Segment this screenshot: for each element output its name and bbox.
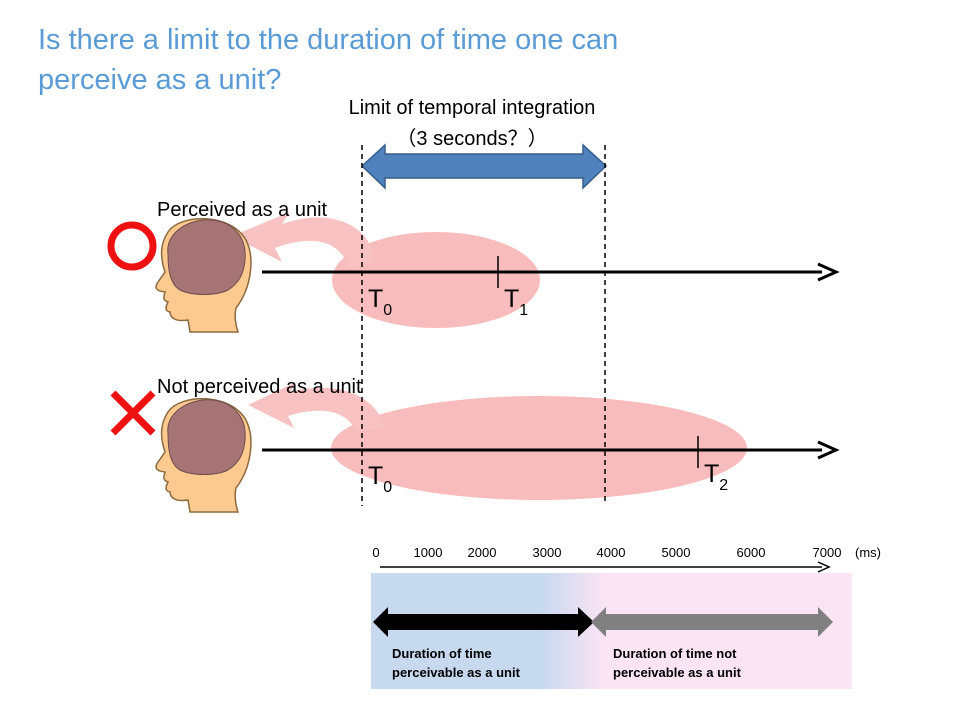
row-not-perceived: T0 T2 Not perceived as a unit [110, 376, 840, 513]
scale-unit: (ms) [855, 545, 881, 560]
row-1-end-label: T1 [504, 285, 528, 319]
scale-axis-arrowhead [817, 561, 831, 573]
row-2-caption: Not perceived as a unit [157, 376, 362, 398]
not-perceivable-region [604, 573, 852, 689]
duration-legend: Duration of time perceivable as a unit D… [371, 573, 852, 689]
feedback-arrow-perceived [232, 212, 375, 268]
brain-icon [167, 219, 246, 295]
integration-ellipse-long [331, 396, 747, 500]
integration-sublabel: （3 seconds？） [396, 127, 547, 150]
scale-tick-1000: 1000 [414, 545, 443, 560]
row-1-caption: Perceived as a unit [157, 199, 328, 221]
row-1-start-label: T0 [368, 285, 392, 319]
timeline-1-arrowhead [817, 262, 840, 282]
scale-tick-7000: 7000 [813, 545, 842, 560]
scale-tick-3000: 3000 [533, 545, 562, 560]
perceivable-double-arrow [373, 607, 594, 637]
row-2-end-label: T2 [704, 460, 728, 494]
row-2-start-label: T0 [368, 462, 392, 496]
scale-tick-2000: 2000 [468, 545, 497, 560]
not-perceivable-label-line-2: perceivable as a unit [613, 665, 742, 680]
scale-tick-6000: 6000 [737, 545, 766, 560]
cross-icon [110, 390, 156, 436]
integration-ellipse-short [332, 232, 540, 328]
row-perceived: T0 T1 Perceived as a unit [107, 199, 840, 333]
perceivable-region [371, 573, 604, 689]
head-icon [155, 217, 252, 333]
slide-title-line-2: perceive as a unit? [38, 64, 282, 96]
integration-limit: Limit of temporal integration （3 seconds… [349, 97, 608, 190]
feedback-arrow-not-perceived [248, 382, 385, 432]
brain-icon [167, 399, 246, 475]
scale-tick-5000: 5000 [662, 545, 691, 560]
integration-double-arrow [360, 143, 608, 190]
not-perceivable-double-arrow [591, 607, 833, 637]
time-scale: 0 1000 2000 3000 4000 5000 6000 7000 (ms… [372, 545, 881, 573]
not-perceivable-label-line-1: Duration of time not [613, 646, 737, 661]
head-icon [155, 397, 252, 513]
integration-label: Limit of temporal integration [349, 97, 596, 119]
circle-icon [107, 221, 157, 271]
perceivable-label-line-1: Duration of time [392, 646, 492, 661]
scale-tick-4000: 4000 [597, 545, 626, 560]
timeline-2-arrowhead [817, 440, 840, 460]
slide-title-line-1: Is there a limit to the duration of time… [38, 24, 619, 56]
perceivable-label-line-2: perceivable as a unit [392, 665, 521, 680]
scale-tick-0: 0 [372, 545, 379, 560]
slide-title: Is there a limit to the duration of time… [38, 20, 738, 100]
